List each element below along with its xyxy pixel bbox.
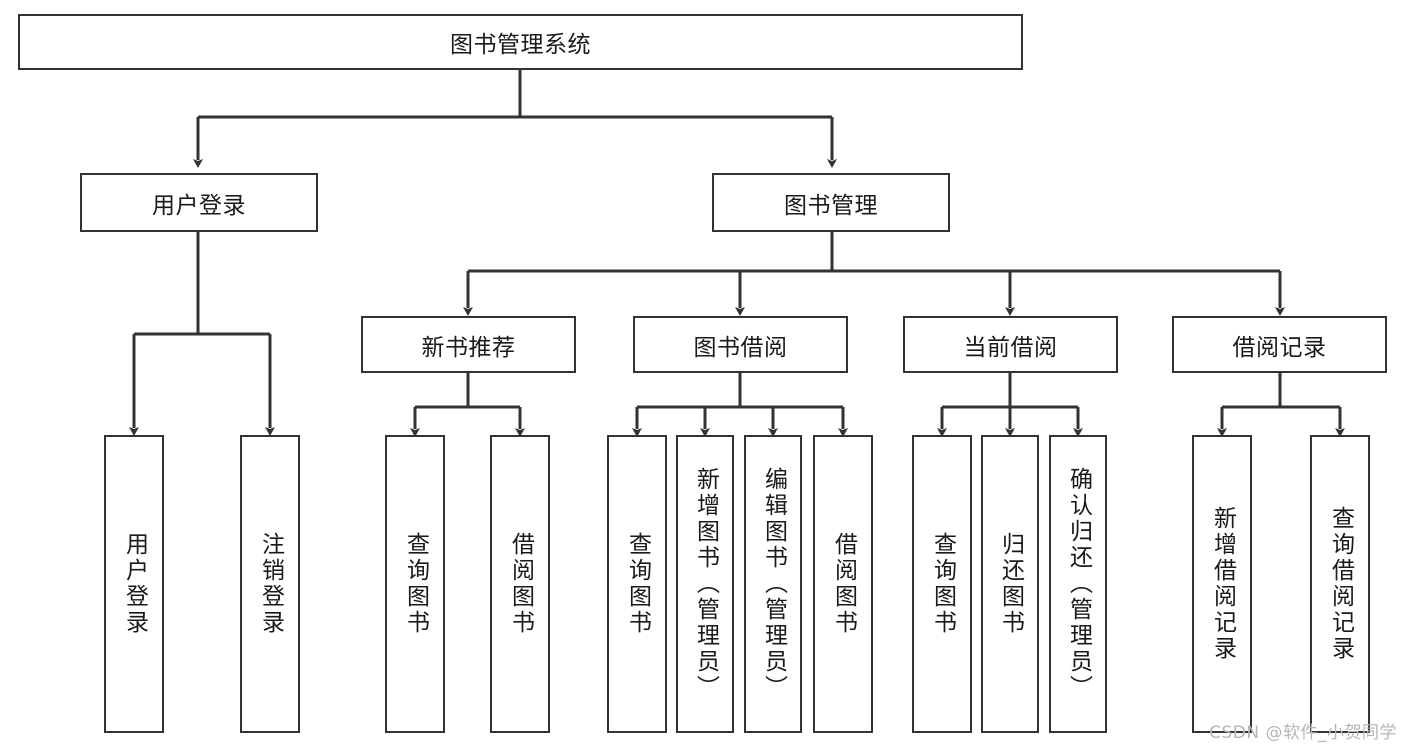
node-leaf-query-record[interactable]: 查询借阅记录 (1310, 435, 1370, 733)
node-leaf-return-book-label: 归还图书 (997, 532, 1024, 636)
node-book-borrow[interactable]: 图书借阅 (633, 316, 848, 373)
node-leaf-borrow-book-1-label: 借阅图书 (507, 532, 534, 636)
node-leaf-logout-login-label: 注销登录 (257, 532, 284, 636)
node-leaf-query-book-2[interactable]: 查询图书 (607, 435, 667, 733)
node-leaf-query-record-label: 查询借阅记录 (1327, 506, 1354, 662)
node-book-management-label: 图书管理 (784, 192, 878, 219)
node-book-management[interactable]: 图书管理 (712, 173, 950, 232)
node-leaf-logout-login[interactable]: 注销登录 (240, 435, 300, 733)
node-leaf-query-book-3-label: 查询图书 (929, 532, 956, 636)
node-borrow-record[interactable]: 借阅记录 (1172, 316, 1387, 373)
node-leaf-borrow-book-1[interactable]: 借阅图书 (490, 435, 550, 733)
node-current-borrow[interactable]: 当前借阅 (903, 316, 1118, 373)
node-leaf-confirm-return-label: 确认归还（管理员） (1065, 467, 1092, 701)
watermark-text: CSDN @软件_小贺同学 (1209, 723, 1397, 743)
node-leaf-add-book-label: 新增图书（管理员） (692, 467, 719, 701)
node-leaf-confirm-return[interactable]: 确认归还（管理员） (1049, 435, 1107, 733)
node-leaf-user-login-label: 用户登录 (121, 532, 148, 636)
node-leaf-add-record[interactable]: 新增借阅记录 (1192, 435, 1252, 733)
node-leaf-add-book[interactable]: 新增图书（管理员） (676, 435, 734, 733)
node-new-book-recommend-label: 新书推荐 (421, 334, 516, 361)
node-book-borrow-label: 图书借阅 (693, 334, 788, 361)
node-root-system[interactable]: 图书管理系统 (18, 14, 1023, 70)
node-leaf-query-book-1-label: 查询图书 (402, 532, 429, 636)
node-leaf-return-book[interactable]: 归还图书 (981, 435, 1039, 733)
node-borrow-record-label: 借阅记录 (1232, 334, 1327, 361)
node-leaf-borrow-book-2[interactable]: 借阅图书 (813, 435, 873, 733)
node-leaf-user-login[interactable]: 用户登录 (104, 435, 164, 733)
node-leaf-query-book-1[interactable]: 查询图书 (385, 435, 445, 733)
node-leaf-edit-book-label: 编辑图书（管理员） (760, 467, 787, 701)
node-leaf-borrow-book-2-label: 借阅图书 (830, 532, 857, 636)
node-user-login[interactable]: 用户登录 (80, 173, 318, 232)
node-user-login-label: 用户登录 (152, 192, 246, 219)
node-leaf-add-record-label: 新增借阅记录 (1209, 506, 1236, 662)
node-leaf-query-book-3[interactable]: 查询图书 (912, 435, 972, 733)
node-leaf-query-book-2-label: 查询图书 (624, 532, 651, 636)
node-new-book-recommend[interactable]: 新书推荐 (361, 316, 576, 373)
node-leaf-edit-book[interactable]: 编辑图书（管理员） (744, 435, 802, 733)
node-root-system-label: 图书管理系统 (450, 32, 591, 58)
node-current-borrow-label: 当前借阅 (963, 334, 1058, 361)
